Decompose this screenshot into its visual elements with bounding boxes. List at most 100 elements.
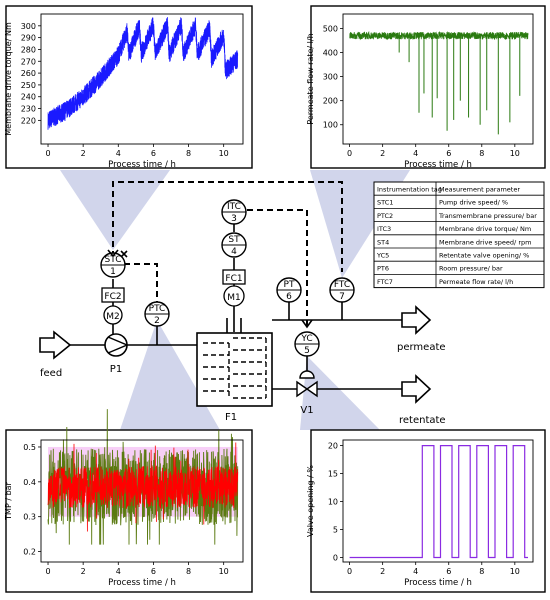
motor-m2: FC2 M2 — [101, 287, 125, 325]
callout-3 — [120, 320, 220, 430]
permeate-arrow — [401, 305, 432, 335]
table-cell-tag: STC1 — [377, 199, 393, 207]
arrowhead-yc — [301, 319, 313, 329]
y-tick-label: 0 — [333, 554, 338, 563]
torque-line — [47, 17, 239, 130]
x-axis-label: Process time / h — [108, 578, 176, 588]
series-flow — [349, 30, 529, 135]
table-cell-tag: FTC7 — [377, 278, 393, 286]
cross-stc — [120, 250, 128, 258]
fc2-label: FC2 — [104, 292, 121, 302]
arrowhead-stc — [107, 249, 119, 258]
y-tick-label: 270 — [21, 57, 36, 66]
control-lines — [112, 181, 343, 326]
ftc7-tag: FTC — [334, 280, 350, 290]
m2-label: M2 — [106, 312, 120, 322]
y-tick-label: 0.4 — [23, 478, 36, 487]
x-tick-label: 6 — [446, 149, 451, 158]
x-tick-label: 10 — [219, 149, 229, 158]
instrument-stc1: STC 1 — [100, 252, 126, 278]
y-axis-label: TMP / bar — [4, 481, 13, 520]
series-valve — [349, 445, 528, 559]
ptc2-tag: PTC — [149, 304, 166, 314]
x-tick-label: 8 — [186, 149, 191, 158]
series-tmp — [47, 409, 239, 545]
y-tick-label: 0.2 — [23, 548, 36, 557]
stc1-number: 1 — [110, 267, 116, 277]
y-tick-label: 260 — [21, 69, 36, 78]
feed-arrow — [39, 330, 72, 360]
flow-line — [349, 30, 529, 41]
feed-label: feed — [40, 368, 62, 379]
plot-area — [342, 439, 534, 563]
x-tick-label: 0 — [347, 149, 352, 158]
y-tick-label: 5 — [333, 526, 338, 535]
series-torque — [47, 17, 239, 130]
valve-line — [349, 445, 528, 559]
y-tick-label: 300 — [323, 73, 338, 82]
pump-p1: P1 — [104, 333, 129, 375]
y-tick-label: 0.3 — [23, 513, 36, 522]
flow-arrows — [39, 305, 432, 404]
x-tick-label: 4 — [116, 149, 121, 158]
x-tick-label: 0 — [45, 149, 50, 158]
x-tick-label: 6 — [151, 567, 156, 576]
motor-shaft — [226, 318, 242, 333]
x-tick-label: 10 — [510, 149, 520, 158]
table-header-param: Measurement parameter — [439, 186, 520, 194]
table-cell-tag: PTC2 — [377, 212, 393, 220]
control-line-stc-ptc — [124, 263, 158, 302]
filter-label: F1 — [225, 412, 237, 423]
y-tick-label: 15 — [328, 470, 338, 479]
x-tick-label: 10 — [219, 567, 229, 576]
plot-area — [342, 13, 534, 145]
instrument-yc5: YC 5 — [294, 331, 320, 357]
y-tick-label: 290 — [21, 34, 36, 43]
st4-tag: ST — [228, 235, 240, 245]
pump-label: P1 — [110, 364, 122, 375]
y-tick-label: 280 — [21, 45, 36, 54]
x-tick-label: 10 — [510, 567, 520, 576]
retentate-arrow — [401, 374, 432, 404]
x-tick-label: 8 — [479, 567, 484, 576]
y-axis-label: Membrane drive torque/ Nm — [4, 22, 13, 136]
x-tick-label: 2 — [380, 567, 385, 576]
table-cell-param: Pump drive speed/ % — [439, 199, 508, 207]
control-line-stc-ftc — [112, 181, 343, 272]
yc5-tag: YC — [300, 334, 312, 344]
st4-number: 4 — [231, 247, 237, 257]
x-tick-label: 6 — [151, 149, 156, 158]
pt6-number: 6 — [286, 292, 292, 302]
y-tick-label: 0.5 — [23, 443, 36, 452]
y-tick-label: 200 — [323, 97, 338, 106]
x-tick-label: 0 — [45, 567, 50, 576]
y-tick-label: 250 — [21, 81, 36, 90]
x-tick-label: 8 — [479, 149, 484, 158]
motor-m1: FC1 M1 — [222, 269, 246, 307]
valve-v1: V1 — [296, 370, 318, 416]
table-cell-param: Room pressure/ bar — [439, 265, 503, 273]
y-tick-label: 220 — [21, 116, 36, 125]
x-tick-label: 8 — [186, 567, 191, 576]
table-cell-param: Retentate valve opening/ % — [439, 252, 529, 260]
itc3-number: 3 — [231, 214, 237, 224]
y-tick-label: 240 — [21, 93, 36, 102]
table-cell-tag: ST4 — [377, 238, 389, 246]
ftc7-number: 7 — [339, 292, 345, 302]
x-axis-label: Process time / h — [108, 160, 176, 170]
y-tick-label: 10 — [328, 498, 338, 507]
y-tick-label: 300 — [21, 22, 36, 31]
tmp-line — [47, 442, 239, 532]
ptc2-number: 2 — [154, 316, 160, 326]
callout-1 — [60, 170, 170, 250]
table-cell-tag: YC5 — [376, 252, 389, 260]
x-tick-label: 0 — [347, 567, 352, 576]
permeate-label: permeate — [397, 342, 446, 353]
x-tick-label: 4 — [413, 149, 418, 158]
y-tick-label: 230 — [21, 105, 36, 114]
x-tick-label: 4 — [413, 567, 418, 576]
